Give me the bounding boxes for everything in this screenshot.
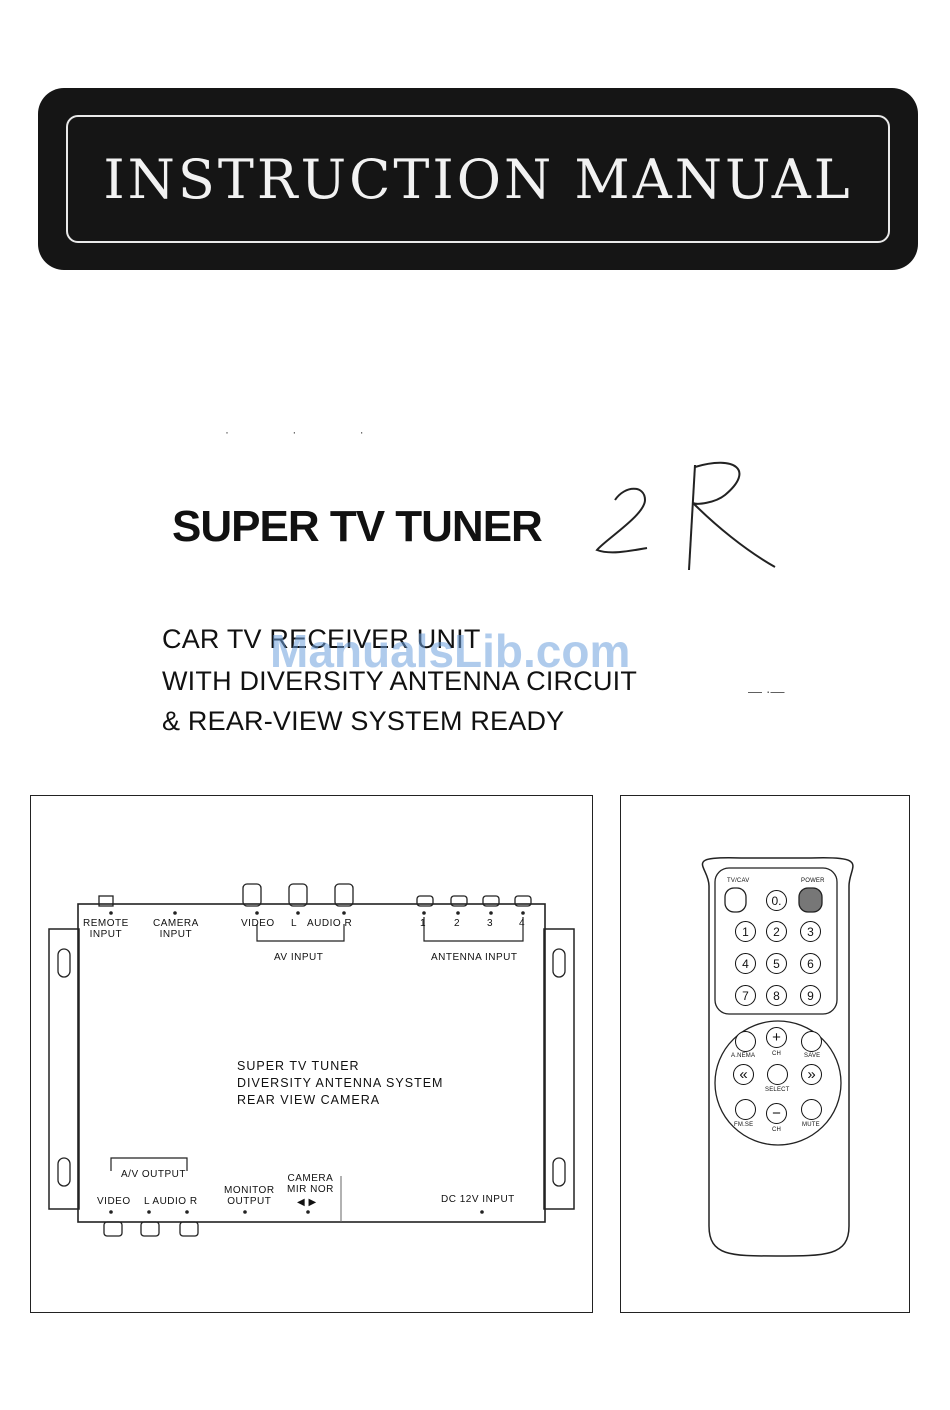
- center-line-1: SUPER TV TUNER: [237, 1059, 360, 1073]
- dc-input-label: DC 12V INPUT: [441, 1194, 515, 1205]
- channel-down-button[interactable]: −: [766, 1103, 787, 1124]
- fm-button[interactable]: [735, 1099, 756, 1120]
- power-key-label: POWER: [801, 878, 825, 884]
- device-diagram-panel: REMOTE INPUT CAMERA INPUT VIDEO L AUDIO …: [30, 795, 593, 1313]
- select-label: SELECT: [765, 1087, 790, 1093]
- antenna-number-2: 2: [454, 918, 461, 929]
- remote-input-label: REMOTE INPUT: [83, 918, 129, 940]
- mute-button[interactable]: [801, 1099, 822, 1120]
- watermark: ManualsLib.com: [270, 625, 631, 677]
- print-dash: — ·—: [748, 683, 785, 699]
- device-center-text: SUPER TV TUNER DIVERSITY ANTENNA SYSTEM …: [237, 1058, 443, 1109]
- camera-input-label: CAMERA INPUT: [153, 918, 199, 940]
- antenna-number-3: 3: [487, 918, 494, 929]
- antenna-button-label: A.NEMA: [731, 1053, 756, 1059]
- video-input-label: VIDEO: [241, 918, 275, 929]
- print-specks: · · ·: [225, 425, 394, 439]
- subtitle-line-3: & REAR-VIEW SYSTEM READY: [162, 706, 565, 736]
- remote-key-7[interactable]: 7: [735, 985, 756, 1006]
- ch-up-label: CH: [772, 1051, 782, 1057]
- remote-key-1[interactable]: 1: [735, 921, 756, 942]
- mute-label: MUTE: [802, 1122, 820, 1128]
- product-title: SUPER TV TUNER: [172, 502, 543, 551]
- remote-outline: [701, 857, 854, 1257]
- remote-key-5[interactable]: 5: [766, 953, 787, 974]
- av-output-label: A/V OUTPUT: [121, 1169, 187, 1180]
- mirror-arrows: ◀ ▶: [297, 1197, 317, 1208]
- remote-key-8[interactable]: 8: [766, 985, 787, 1006]
- l-input-label: L: [291, 918, 298, 929]
- remote-key-6[interactable]: 6: [800, 953, 821, 974]
- remote-panel: TV/CAV POWER 0. 1 2 3 4 5 6 7 8 9 + A.NE…: [620, 795, 910, 1313]
- remote-key-2[interactable]: 2: [766, 921, 787, 942]
- left-arrow-button[interactable]: «: [733, 1064, 754, 1085]
- monitor-output-label: MONITOR OUTPUT: [224, 1185, 275, 1207]
- ch-down-label: CH: [772, 1127, 782, 1133]
- title-banner: INSTRUCTION MANUAL: [38, 88, 918, 270]
- antenna-input-label: ANTENNA INPUT: [431, 952, 518, 963]
- remote-key-3[interactable]: 3: [800, 921, 821, 942]
- manual-title: INSTRUCTION MANUAL: [103, 147, 853, 211]
- antenna-number-1: 1: [420, 918, 427, 929]
- device-outline: [48, 883, 575, 1237]
- center-line-2: DIVERSITY ANTENNA SYSTEM: [237, 1076, 444, 1090]
- center-line-3: REAR VIEW CAMERA: [237, 1093, 381, 1107]
- select-button[interactable]: [767, 1064, 788, 1085]
- tv-av-key-label: TV/CAV: [727, 878, 750, 884]
- av-input-label: AV INPUT: [274, 952, 324, 963]
- save-button[interactable]: [801, 1031, 822, 1052]
- video-output-label: VIDEO: [97, 1196, 131, 1207]
- subtitle-line-2: WITH DIVERSITY ANTENNA CIRCUIT: [162, 666, 638, 696]
- audio-r-input-label: AUDIO R: [307, 918, 353, 929]
- handwritten-note: [595, 461, 776, 571]
- audio-output-label: L AUDIO R: [144, 1196, 198, 1207]
- remote-key-0[interactable]: 0.: [766, 890, 787, 911]
- title-banner-frame: INSTRUCTION MANUAL: [66, 115, 890, 243]
- save-label: SAVE: [804, 1053, 821, 1059]
- channel-up-button[interactable]: +: [766, 1027, 787, 1048]
- antenna-number-4: 4: [519, 918, 526, 929]
- right-arrow-button[interactable]: »: [801, 1064, 822, 1085]
- camera-mirror-label: CAMERA MIR NOR: [287, 1173, 334, 1195]
- antenna-button[interactable]: [735, 1031, 756, 1052]
- remote-key-4[interactable]: 4: [735, 953, 756, 974]
- remote-key-9[interactable]: 9: [800, 985, 821, 1006]
- subtitle-line-1: CAR TV RECEIVER UNIT: [162, 624, 481, 654]
- fm-label: FM.SE: [734, 1122, 754, 1128]
